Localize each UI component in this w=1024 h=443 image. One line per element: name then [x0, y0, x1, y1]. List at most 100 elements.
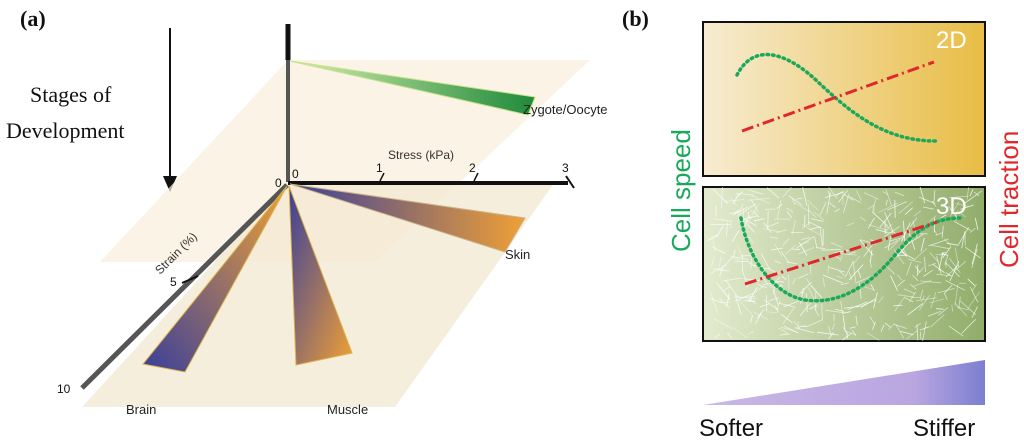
fiber-strand [846, 332, 848, 339]
fiber-strand [821, 249, 841, 251]
fiber-strand [800, 287, 804, 304]
fiber-strand [885, 188, 892, 206]
fiber-strand [769, 276, 781, 287]
fiber-strand [762, 228, 780, 233]
fiber-strand [953, 260, 967, 272]
stiffness-gradient-wedge [703, 360, 985, 405]
fiber-strand [828, 266, 846, 273]
fiber-strand [779, 333, 789, 336]
fiber-strand [748, 236, 754, 244]
fiber-strand [919, 187, 926, 204]
fiber-strand [964, 190, 982, 204]
fiber-strand [753, 286, 764, 294]
fiber-strand [856, 190, 862, 201]
fiber-strand [931, 201, 936, 207]
fiber-strand [893, 323, 907, 329]
strain-tick-label-5: 5 [170, 275, 177, 289]
fiber-strand [721, 187, 723, 209]
fiber-strand [870, 249, 873, 262]
fiber-strand [958, 296, 961, 309]
fiber-strand [731, 257, 741, 261]
fiber-strand [749, 209, 759, 218]
fiber-strand [840, 282, 849, 286]
fiber-strand [810, 284, 823, 299]
fiber-strand [797, 321, 800, 330]
fiber-strand [840, 253, 857, 256]
fiber-strand [898, 246, 908, 257]
fiber-strand [828, 326, 832, 336]
fiber-strand [895, 254, 907, 256]
fiber-strand [898, 249, 915, 260]
strain-origin-label: 0 [275, 176, 282, 190]
brain-label: Brain [126, 402, 156, 417]
softer-label: Softer [699, 415, 763, 442]
fiber-strand [846, 222, 854, 227]
fiber-strand [749, 202, 760, 220]
fiber-strand [723, 285, 731, 292]
fiber-strand [944, 293, 948, 300]
fiber-strand [901, 222, 911, 242]
fiber-strand [897, 279, 905, 287]
fiber-strand [777, 200, 782, 219]
fiber-strand [887, 323, 895, 331]
fiber-strand [867, 205, 874, 210]
fiber-strand [751, 195, 770, 204]
fiber-strand [938, 307, 949, 316]
fiber-strand [809, 303, 818, 310]
fiber-strand [825, 309, 844, 314]
fiber-strand [801, 237, 810, 240]
fiber-strand [956, 210, 966, 218]
fiber-strand [746, 260, 756, 268]
fiber-strand [906, 330, 918, 340]
fiber-strand [821, 303, 823, 321]
fiber-strand [923, 270, 933, 277]
fiber-strand [798, 242, 808, 256]
fiber-strand [713, 318, 733, 330]
fiber-strand [929, 215, 937, 222]
cell-speed-label: Cell speed [666, 129, 696, 252]
fiber-strand [795, 197, 803, 200]
fiber-strand [807, 199, 819, 211]
panel-b-label: (b) [622, 6, 649, 31]
fiber-strand [801, 224, 821, 236]
fiber-strand [807, 204, 810, 227]
fiber-strand [834, 249, 849, 254]
fiber-strand [792, 277, 796, 285]
panel-3d-label: 3D [936, 193, 967, 220]
fiber-strand [842, 315, 846, 332]
stress-tick-label-3: 3 [562, 161, 569, 175]
cell-speed-curve-3d [739, 216, 962, 303]
zygote-wedge [289, 60, 536, 116]
fiber-strand [834, 208, 840, 213]
fiber-strand [967, 291, 980, 309]
fiber-strand [855, 315, 858, 326]
fiber-strand [858, 282, 862, 300]
fiber-strand [924, 256, 926, 273]
fiber-strand [893, 249, 905, 265]
fiber-strand [769, 236, 778, 239]
fiber-strand [774, 305, 779, 313]
fiber-strand [941, 225, 944, 238]
fiber-strand [863, 192, 879, 200]
fiber-strand [883, 225, 900, 238]
fiber-strand [945, 262, 960, 278]
fiber-strand [759, 303, 770, 308]
fiber-strand [807, 287, 815, 299]
fiber-strand [909, 283, 917, 290]
fiber-strand [948, 325, 964, 337]
fiber-strand [814, 308, 820, 317]
fiber-strand [961, 319, 976, 334]
fiber-strand [781, 275, 787, 281]
fiber-strand [844, 261, 854, 278]
fiber-strand [866, 332, 880, 341]
fiber-strand [750, 198, 760, 213]
fiber-strand [712, 246, 726, 254]
fiber-strand [754, 218, 765, 222]
fiber-strand [851, 329, 857, 337]
fiber-strand [897, 294, 914, 298]
fiber-strand [906, 261, 912, 276]
muscle-label: Muscle [327, 402, 368, 417]
fiber-strand [872, 321, 876, 331]
fiber-strand [840, 301, 843, 314]
fiber-strand [786, 207, 794, 213]
